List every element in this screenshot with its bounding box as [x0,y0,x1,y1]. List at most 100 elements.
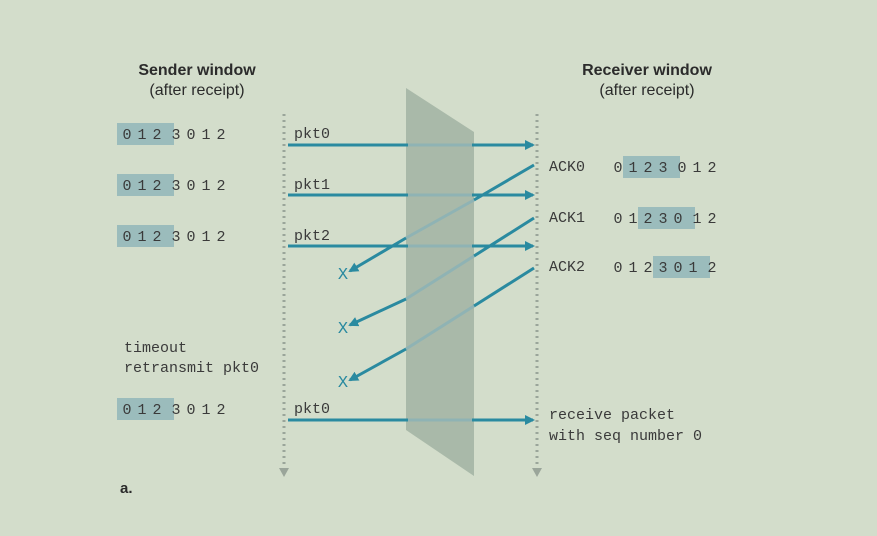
sender-heading: Sender window [138,62,256,79]
ack-arrow [473,266,535,308]
sender-window-highlight [117,123,174,145]
sender-seq-number: 3 [171,127,180,144]
sender-seq-number: 1 [137,229,146,246]
ack-arrow [473,216,535,258]
sender-seq-number: 2 [216,178,225,195]
receiver-heading: Receiver window [582,62,712,79]
receiver-seq-number: 1 [628,160,637,177]
receiver-seq-number: 3 [658,211,667,228]
figure-caption: a. [120,480,133,497]
sender-seq-number: 1 [137,178,146,195]
ack-arrow [473,163,535,202]
sender-seq-number: 0 [186,229,195,246]
receiver-seq-number: 0 [673,211,682,228]
sender-seq-number: 2 [152,402,161,419]
sender-subheading: (after receipt) [149,82,244,99]
sender-seq-number: 0 [122,229,131,246]
receiver-seq-number: 2 [707,160,716,177]
receiver-seq-number: 2 [643,260,652,277]
receiver-window-highlight [623,156,680,178]
loss-mark: X [338,374,348,393]
sender-seq-number: 1 [201,402,210,419]
receiver-seq-number: 2 [643,211,652,228]
ack-arrow [348,236,407,273]
packet-label: pkt1 [294,177,330,194]
ack-arrow-in-channel [405,304,475,351]
receiver-seq-number: 3 [658,160,667,177]
ack-arrows [348,163,535,382]
ack-arrow-in-channel [405,198,475,240]
packet-label: pkt0 [294,126,330,143]
ack-label: ACK0 [549,159,585,176]
ack-arrow [348,297,407,327]
sender-seq-number: 0 [186,402,195,419]
receive-note-line2: with seq number 0 [549,428,702,445]
receiver-subheading: (after receipt) [599,82,694,99]
sender-seq-number: 1 [137,402,146,419]
receiver-timeline-arrowhead [532,468,542,477]
timeout-label: timeout [124,340,187,357]
sender-window-highlight [117,174,174,196]
receiver-window-highlight [653,256,710,278]
sender-seq-number: 0 [122,402,131,419]
sender-seq-number: 1 [201,178,210,195]
sender-seq-number: 0 [186,178,195,195]
retransmit-label: retransmit pkt0 [124,360,259,377]
sender-seq-number: 3 [171,402,180,419]
packet-label: pkt0 [294,401,330,418]
sender-seq-number: 3 [171,178,180,195]
receiver-seq-number: 0 [613,260,622,277]
sender-window-highlight [117,225,174,247]
sender-seq-number: 0 [122,178,131,195]
sender-timeline-arrowhead [279,468,289,477]
receiver-seq-number: 0 [677,160,686,177]
sender-seq-number: 2 [152,229,161,246]
sender-seq-number: 2 [216,127,225,144]
sender-seq-number: 2 [216,229,225,246]
sender-window-highlight [117,398,174,420]
sender-seq-number: 2 [216,402,225,419]
sender-seq-number: 1 [201,127,210,144]
receiver-seq-number: 1 [692,160,701,177]
sender-seq-number: 2 [152,178,161,195]
receiver-seq-number: 1 [628,260,637,277]
receiver-seq-number: 2 [707,211,716,228]
receiver-window-highlight [638,207,695,229]
ack-label: ACK2 [549,259,585,276]
receive-note-line1: receive packet [549,407,675,424]
receiver-seq-number: 0 [613,211,622,228]
receiver-seq-number: 2 [643,160,652,177]
receiver-seq-number: 1 [688,260,697,277]
ack-arrow-in-channel [405,254,475,301]
receiver-seq-number: 3 [658,260,667,277]
sender-seq-number: 3 [171,229,180,246]
receiver-seq-number: 0 [613,160,622,177]
loss-mark: X [338,266,348,285]
ack-arrow [348,347,407,382]
loss-mark: X [338,320,348,339]
receiver-seq-number: 1 [692,211,701,228]
network-channel [406,88,474,476]
packet-label: pkt2 [294,228,330,245]
packet-arrows [288,140,535,425]
sender-seq-number: 2 [152,127,161,144]
sender-seq-number: 0 [186,127,195,144]
ack-label: ACK1 [549,210,585,227]
sender-seq-number: 1 [137,127,146,144]
sender-seq-number: 0 [122,127,131,144]
receiver-seq-number: 0 [673,260,682,277]
receiver-seq-number: 2 [707,260,716,277]
receiver-seq-number: 1 [628,211,637,228]
sender-seq-number: 1 [201,229,210,246]
